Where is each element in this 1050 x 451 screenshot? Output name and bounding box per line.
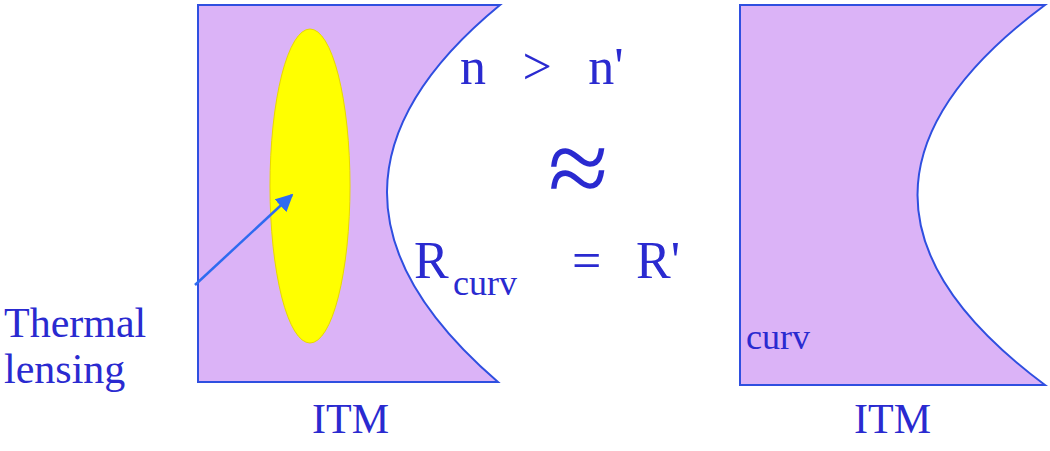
itm-mirror: ITM [195, 3, 505, 448]
callout-label: Thermal lensing [4, 300, 189, 392]
equation-text: curv [453, 264, 517, 304]
thermal-lens-region [270, 29, 350, 343]
mirror-outline [195, 3, 505, 448]
equation-text: R' [636, 232, 680, 289]
leader-arrow [195, 195, 292, 285]
mirror-outline [737, 3, 1047, 448]
itm-mirror: ITM [737, 3, 1047, 448]
equation-text: ≈ [548, 108, 608, 229]
mirror-shape [740, 5, 1045, 385]
equation-text: n > n' [460, 38, 624, 95]
mirror-label: ITM [854, 396, 931, 442]
equation-text: = [572, 232, 601, 289]
mirror-shape [198, 5, 500, 382]
equation-text: R [414, 232, 449, 289]
mirror-label: ITM [312, 396, 389, 442]
equation-text: curv [746, 318, 810, 358]
